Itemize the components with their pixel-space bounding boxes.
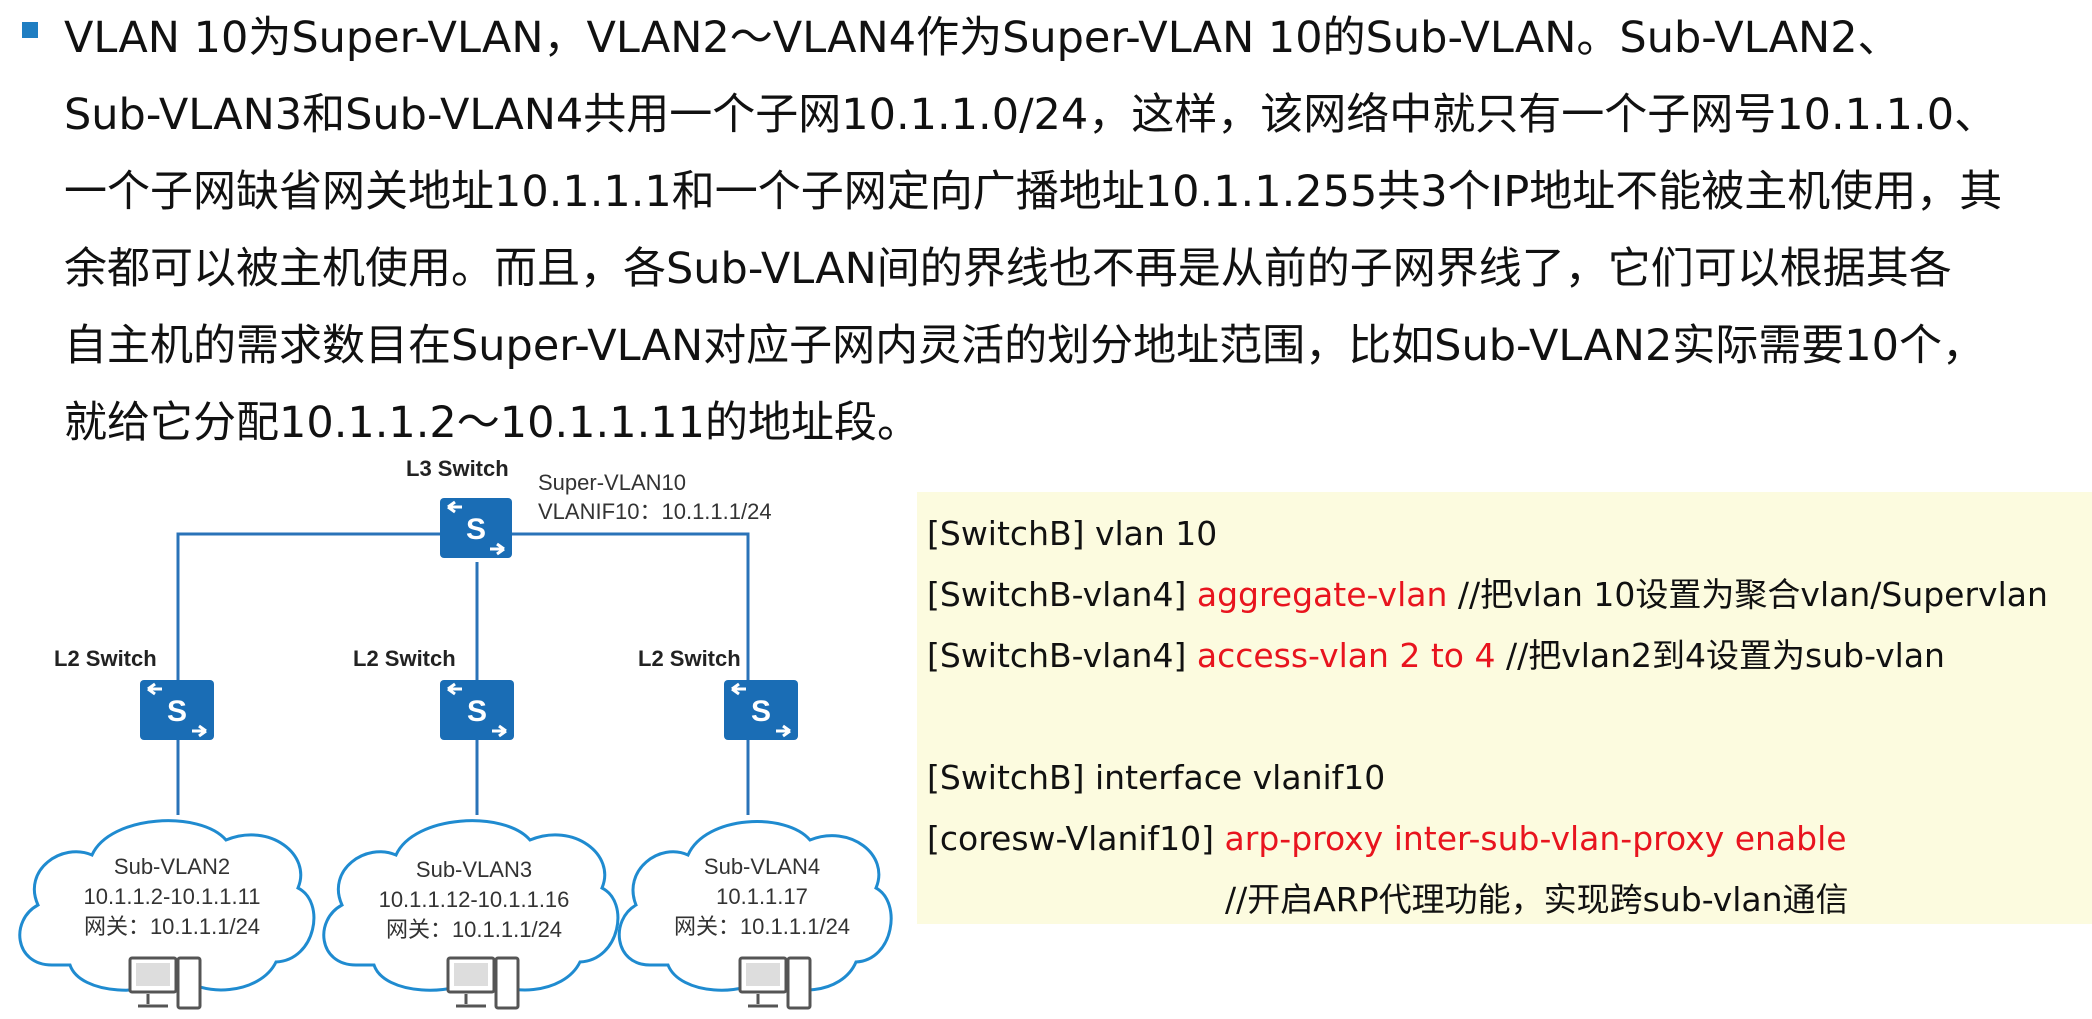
paragraph-line-3: 一个子网缺省网关地址10.1.1.1和一个子网定向广播地址10.1.1.255共…	[64, 167, 2003, 217]
l2-switch-left-label: L2 Switch	[54, 646, 157, 671]
code-line-4: [SwitchB] interface vlanif10	[927, 756, 1385, 800]
code-line-1: [SwitchB] vlan 10	[927, 512, 1217, 556]
computer-icon	[738, 956, 812, 1010]
network-diagram: S L3 Switch Super-VLAN10 VLANIF10：10.1.1…	[0, 450, 920, 1019]
sub-vlan4-gateway: 网关：10.1.1.1/24	[674, 914, 850, 939]
paragraph-line-2: Sub-VLAN3和Sub-VLAN4共用一个子网10.1.1.0/24，这样，…	[64, 90, 1998, 140]
code-line-2-comment: //把vlan 10设置为聚合vlan/Supervlan	[1447, 575, 2048, 614]
sub-vlan2-gateway: 网关：10.1.1.1/24	[84, 914, 260, 939]
l2-switch-center-label: L2 Switch	[353, 646, 456, 671]
l3-switch-label: L3 Switch	[406, 456, 509, 481]
code-line-3-prefix: [SwitchB-vlan4]	[927, 636, 1197, 675]
l2-switch-right-icon: S	[724, 680, 798, 740]
code-line-6: //开启ARP代理功能，实现跨sub-vlan通信	[1225, 878, 1849, 922]
code-line-5: [coresw-Vlanif10] arp-proxy inter-sub-vl…	[927, 817, 1847, 861]
config-code-box: [SwitchB] vlan 10 [SwitchB-vlan4] aggreg…	[917, 492, 2092, 924]
svg-text:S: S	[751, 695, 771, 728]
sub-vlan3-name: Sub-VLAN3	[416, 857, 532, 882]
paragraph-line-6: 就给它分配10.1.1.2～10.1.1.11的地址段。	[64, 398, 920, 448]
code-line-3-command: access-vlan 2 to 4	[1196, 636, 1496, 675]
sub-vlan4-name: Sub-VLAN4	[704, 854, 820, 879]
paragraph-line-4: 余都可以被主机使用。而且，各Sub-VLAN间的界线也不再是从前的子网界线了，它…	[64, 244, 1952, 294]
code-line-5-prefix: [coresw-Vlanif10]	[927, 819, 1225, 858]
code-line-2-command: aggregate-vlan	[1196, 575, 1448, 614]
paragraph-line-5: 自主机的需求数目在Super-VLAN对应子网内灵活的划分地址范围，比如Sub-…	[64, 321, 1986, 371]
code-line-5-command: arp-proxy inter-sub-vlan-proxy enable	[1224, 819, 1847, 858]
sub-vlan4-range: 10.1.1.17	[716, 884, 808, 909]
l2-switch-center-icon: S	[440, 680, 514, 740]
code-line-1-prefix: [SwitchB] vlan 10	[927, 514, 1218, 553]
l3-switch-icon: S	[440, 498, 512, 558]
code-line-6-comment: //开启ARP代理功能，实现跨sub-vlan通信	[1225, 880, 1849, 919]
link-l3-to-l2-left	[176, 532, 440, 680]
computer-icon	[446, 956, 520, 1010]
link-l3-to-l2-right	[507, 532, 750, 680]
sub-vlan3-range: 10.1.1.12-10.1.1.16	[379, 887, 570, 912]
bullet-marker	[22, 22, 38, 38]
description-paragraph: VLAN 10为Super-VLAN，VLAN2～VLAN4作为Super-VL…	[64, 0, 2064, 462]
code-line-4-prefix: [SwitchB] interface vlanif10	[927, 758, 1386, 797]
svg-text:S: S	[467, 695, 487, 728]
l2-switch-left-icon: S	[140, 680, 214, 740]
vlanif-label: VLANIF10：10.1.1.1/24	[538, 499, 772, 524]
code-line-3: [SwitchB-vlan4] access-vlan 2 to 4 //把vl…	[927, 634, 1945, 678]
svg-text:S: S	[167, 695, 187, 728]
link-lines	[176, 532, 750, 815]
paragraph-line-1: VLAN 10为Super-VLAN，VLAN2～VLAN4作为Super-VL…	[64, 13, 1901, 63]
sub-vlan2-name: Sub-VLAN2	[114, 854, 230, 879]
code-line-2-prefix: [SwitchB-vlan4]	[927, 575, 1197, 614]
code-line-3-comment: //把vlan2到4设置为sub-vlan	[1495, 636, 1945, 675]
computer-icon	[128, 956, 202, 1010]
super-vlan-label: Super-VLAN10	[538, 470, 686, 495]
sub-vlan3-gateway: 网关：10.1.1.1/24	[386, 917, 562, 942]
sub-vlan2-range: 10.1.1.2-10.1.1.11	[84, 884, 261, 909]
code-line-2: [SwitchB-vlan4] aggregate-vlan //把vlan 1…	[927, 573, 2048, 617]
svg-text:S: S	[466, 513, 486, 546]
l2-switch-right-label: L2 Switch	[638, 646, 741, 671]
